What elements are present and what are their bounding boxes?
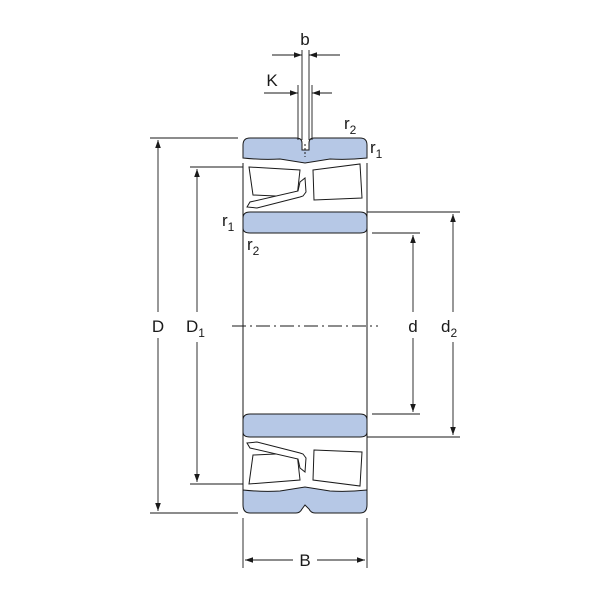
outer-ring-bottom [242,486,368,514]
bottom-section [242,413,368,514]
label-r1-top: r1 [370,138,383,161]
label-r2-mid: r2 [247,235,260,258]
inner-ring-bottom [242,413,368,438]
label-b: b [300,30,309,49]
roller-bottom-right [312,449,363,487]
label-D: D [152,317,164,336]
dim-D1: D1 [182,166,243,485]
roller-top-right [312,163,363,201]
dim-b: b [272,30,340,140]
dim-B: B [242,518,368,573]
dim-k: K [264,71,332,140]
label-d2: d2 [441,317,457,340]
dim-D: D [146,137,238,514]
dim-d2: d2 [367,211,468,438]
label-r1-mid: r1 [222,211,235,234]
label-d: d [408,317,417,336]
dim-d: d [372,232,424,415]
label-B: B [299,551,310,570]
label-r2-top: r2 [344,114,357,137]
inner-ring-top [242,211,368,234]
label-k: K [266,71,278,90]
cage-top [246,177,307,209]
label-D1: D1 [186,317,205,340]
cage-bottom [246,441,307,473]
outer-ring-top [242,137,368,164]
top-section [242,137,368,234]
